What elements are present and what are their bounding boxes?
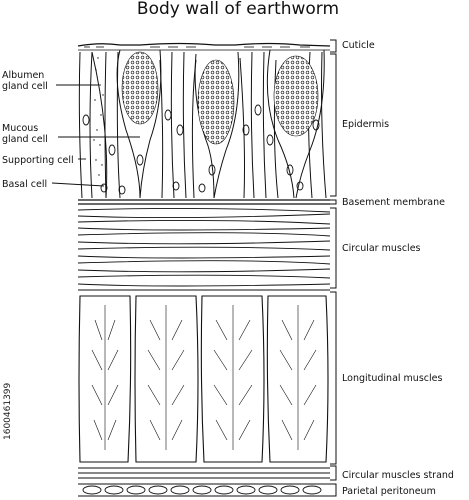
- cuticle-layer: [77, 42, 331, 51]
- leader-lines: [51, 84, 140, 187]
- longitudinal-muscles-layer: [78, 289, 330, 463]
- stock-watermark-id: 1600461399: [3, 382, 13, 440]
- parietal-peritoneum-layer: [78, 483, 330, 497]
- label-circular-muscles: Circular muscles: [342, 243, 421, 254]
- label-epidermis: Epidermis: [342, 119, 389, 130]
- epidermis-layer: [78, 49, 327, 199]
- layer-brackets: [330, 39, 337, 497]
- label-basement-membrane: Basement membrane: [342, 197, 445, 208]
- label-mucous-gland-cell-line1: Mucous: [2, 123, 38, 134]
- label-longitudinal-muscles: Longitudinal muscles: [342, 373, 442, 384]
- label-supporting-cell: Supporting cell: [2, 155, 74, 166]
- label-circular-muscles-strand: Circular muscles strand: [342, 470, 454, 481]
- label-cuticle: Cuticle: [342, 40, 375, 51]
- label-mucous-gland-cell-line2: gland cell: [2, 134, 48, 145]
- diagram-title: Body wall of earthworm: [137, 0, 339, 19]
- basement-membrane-layer: [78, 199, 330, 205]
- circular-muscles-strand-layer: [78, 467, 330, 479]
- label-basal-cell: Basal cell: [2, 179, 47, 190]
- label-albumen-gland-cell-line1: Albumen: [2, 70, 44, 81]
- label-parietal-peritoneum: Parietal peritoneum: [342, 486, 436, 497]
- label-albumen-gland-cell-line2: gland cell: [2, 81, 48, 92]
- circular-muscles-layer: [77, 207, 331, 287]
